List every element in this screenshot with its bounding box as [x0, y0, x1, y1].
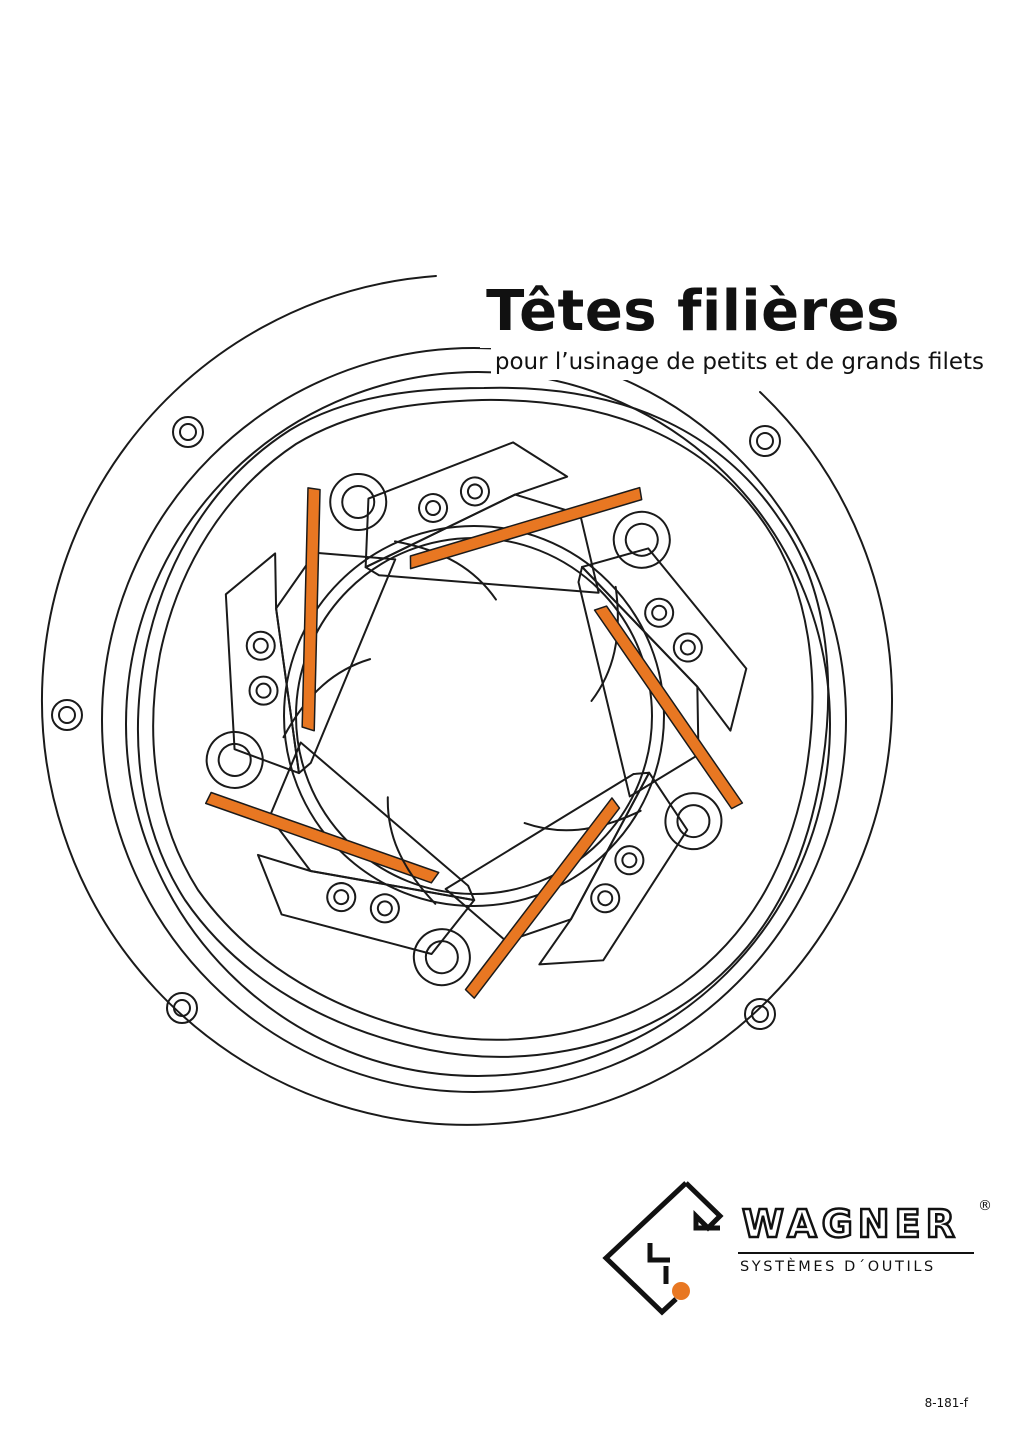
registered-mark: ® [978, 1198, 992, 1214]
brand-divider [738, 1252, 974, 1254]
holder-screw [459, 476, 490, 507]
holder-cap [256, 853, 476, 955]
pivot-pin [624, 522, 659, 557]
holder-cap [364, 441, 569, 569]
pivot-boss [664, 792, 723, 851]
pivot-pin [217, 742, 252, 777]
pivot-pin [424, 940, 459, 975]
bore-outer [283, 525, 665, 907]
flange-inner-edge [125, 371, 831, 1077]
page-title: Têtes filières [480, 276, 906, 348]
flange-screws [51, 416, 781, 1030]
pivot-boss [329, 472, 388, 531]
chaser-holder [224, 472, 497, 775]
pivot-boss [412, 928, 471, 987]
holder-cap [538, 771, 689, 966]
holder-screw [614, 845, 645, 876]
wagner-logo-mark [602, 1181, 724, 1316]
holder-screw [326, 882, 357, 913]
chaser-holder [204, 658, 476, 955]
chaser-chamber [136, 386, 830, 1058]
chaser-insert [204, 791, 440, 884]
holder-screw [644, 597, 675, 628]
brand-name: WAGNER [741, 1201, 960, 1248]
document-code: 8-181-f [924, 1396, 968, 1410]
holder-screw [245, 630, 276, 661]
chaser-insert [301, 487, 321, 732]
holder-body [364, 493, 600, 594]
chaser-holder [364, 441, 671, 702]
holder-screw [418, 492, 449, 523]
holder-cap [224, 552, 300, 775]
mounting-flange [101, 347, 847, 1093]
pivot-boss [612, 510, 671, 569]
holder-cap [581, 547, 748, 732]
outer-housing-ring [41, 275, 894, 1126]
holder-body [444, 771, 651, 943]
chaser-holders [204, 441, 748, 999]
holder-guide [386, 796, 437, 905]
holder-screw [369, 893, 400, 924]
chaser-chamber-inner [152, 398, 814, 1041]
chaser-holder [523, 547, 748, 851]
holder-screw [672, 632, 703, 663]
chaser-insert [593, 605, 744, 810]
holder-screw [590, 883, 621, 914]
pivot-boss [205, 730, 264, 789]
chaser-insert [409, 486, 643, 570]
chaser-holder [386, 771, 689, 999]
brand-tagline: SYSTÈMES D´OUTILS [740, 1259, 936, 1275]
holder-screw [248, 675, 279, 706]
pivot-pin [676, 804, 711, 839]
logo-accent-dot [672, 1282, 690, 1300]
chaser-insert [464, 797, 621, 999]
page-subtitle: pour l’usinage de petits et de grands fi… [490, 344, 988, 380]
pivot-pin [341, 484, 376, 519]
